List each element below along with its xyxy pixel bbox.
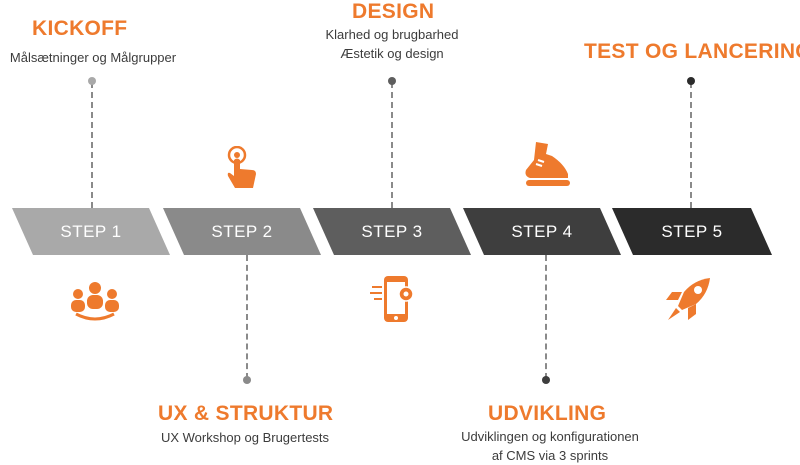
team-icon (70, 280, 120, 327)
running-shoe-icon (522, 140, 572, 193)
step-2-shape (163, 208, 321, 255)
connector-dot-step1 (88, 77, 96, 85)
udvikling-title: UDVIKLING (488, 402, 607, 425)
udvikling-description-line-1: Udviklingen og konfigurationen (461, 429, 639, 444)
step-3-label: STEP 3 (361, 222, 423, 241)
step-4-label: STEP 4 (511, 222, 573, 241)
connector-step1 (91, 82, 93, 208)
test-title: TEST OG LANCERING (584, 40, 800, 63)
connector-step5 (690, 82, 692, 208)
step-2: STEP 2 (163, 208, 321, 255)
ux-description: UX Workshop og Brugertests (160, 430, 330, 445)
step-5-label: STEP 5 (661, 222, 723, 241)
connector-step2 (246, 255, 248, 379)
step-5: STEP 5 (612, 208, 772, 255)
step-3-shape (313, 208, 471, 255)
step-4: STEP 4 (463, 208, 621, 255)
step-5-shape (612, 208, 772, 255)
design-title: DESIGN (352, 0, 435, 23)
step-3: STEP 3 (313, 208, 471, 255)
design-description-line-1: Klarhed og brugbarhed (325, 27, 459, 42)
connector-dot-step4 (542, 376, 550, 384)
rocket-icon (664, 276, 714, 329)
ux-title: UX & STRUKTUR (158, 402, 334, 425)
step-1: STEP 1 (12, 208, 170, 255)
kickoff-description: Målsætninger og Målgrupper (9, 50, 177, 65)
design-description-line-2: Æstetik og design (340, 46, 444, 61)
connector-step3 (391, 82, 393, 208)
step-4-shape (463, 208, 621, 255)
mobile-settings-icon (370, 274, 418, 331)
kickoff-title: KICKOFF (32, 17, 128, 40)
step-1-label: STEP 1 (60, 222, 122, 241)
step-1-shape (12, 208, 170, 255)
step-2-label: STEP 2 (211, 222, 273, 241)
connector-dot-step5 (687, 77, 695, 85)
connector-step4 (545, 255, 547, 379)
connector-dot-step2 (243, 376, 251, 384)
touch-hand-icon (223, 145, 259, 197)
udvikling-description-line-2: af CMS via 3 sprints (491, 448, 609, 463)
connector-dot-step3 (388, 77, 396, 85)
